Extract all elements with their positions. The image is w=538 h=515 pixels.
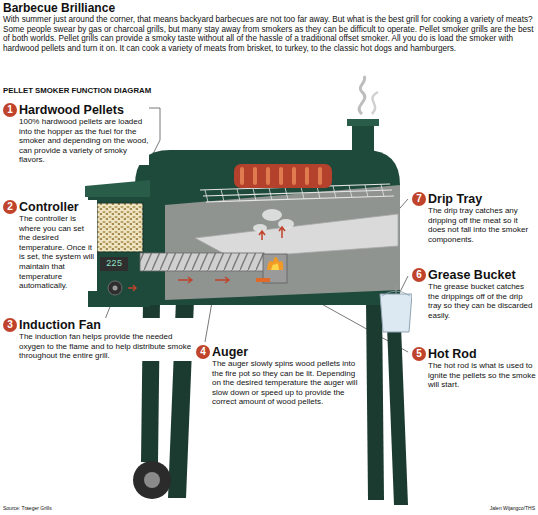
chimney bbox=[347, 76, 379, 156]
callout-heading: Hardwood Pellets bbox=[19, 103, 149, 117]
callout-body: 100% hardwood pellets are loaded into th… bbox=[19, 117, 149, 165]
ribs bbox=[234, 164, 332, 188]
auger bbox=[140, 253, 264, 271]
callout-heading: Drip Tray bbox=[428, 192, 536, 206]
callout-heading: Hot Rod bbox=[428, 347, 536, 361]
source-note: Source: Traeger Grills bbox=[3, 505, 153, 511]
callout-number: 2 bbox=[3, 200, 17, 214]
title: Barbecue Brilliance bbox=[3, 1, 115, 15]
subtitle: PELLET SMOKER FUNCTION DIAGRAM bbox=[3, 86, 303, 95]
grease-bucket bbox=[380, 286, 412, 332]
callout-number: 4 bbox=[196, 345, 210, 359]
callout-body: The controller is where you can set the … bbox=[19, 214, 97, 291]
callout: 1Hardwood Pellets100% hardwood pellets a… bbox=[3, 103, 149, 165]
callout-body: The hot rod is what is used to ignite th… bbox=[428, 361, 536, 390]
callout: 7Drip TrayThe drip tray catches any drip… bbox=[412, 192, 536, 244]
temperature-display: 225 bbox=[100, 258, 128, 270]
callout-number: 5 bbox=[412, 347, 426, 361]
hot-rod bbox=[256, 278, 270, 282]
callout: 2ControllerThe controller is where you c… bbox=[3, 200, 97, 291]
cutaway-interior bbox=[165, 185, 400, 300]
flow-arrows bbox=[259, 227, 285, 240]
callout-number: 1 bbox=[3, 103, 17, 117]
callout: 3Induction FanThe induction fan helps pr… bbox=[3, 318, 199, 361]
wheel bbox=[133, 461, 171, 499]
callout-body: The grease bucket catches the drippings … bbox=[428, 282, 536, 320]
callout-heading: Grease Bucket bbox=[428, 268, 536, 282]
callout-heading: Induction Fan bbox=[19, 318, 199, 332]
callout-number: 6 bbox=[412, 268, 426, 282]
callout-heading: Auger bbox=[212, 345, 362, 359]
callout-body: The drip tray catches any dripping off t… bbox=[428, 206, 536, 244]
callout-body: The auger slowly spins wood pellets into… bbox=[212, 359, 362, 407]
callout: 5Hot RodThe hot rod is what is used to i… bbox=[412, 347, 536, 390]
smoke-puffs bbox=[253, 209, 294, 232]
grill-barrel bbox=[135, 150, 400, 305]
callout-body: The induction fan helps provide the need… bbox=[19, 332, 199, 361]
callout: 4AugerThe auger slowly spins wood pellet… bbox=[196, 345, 362, 407]
callout-number: 3 bbox=[3, 318, 17, 332]
callout-number: 7 bbox=[412, 192, 426, 206]
intro-paragraph: With summer just around the corner, that… bbox=[3, 15, 535, 53]
callout-heading: Controller bbox=[19, 200, 97, 214]
credit: Jalen Wijangco/THS bbox=[440, 505, 535, 511]
callout: 6Grease BucketThe grease bucket catches … bbox=[412, 268, 536, 320]
drip-tray bbox=[195, 214, 398, 258]
auger-arrows bbox=[128, 277, 229, 291]
